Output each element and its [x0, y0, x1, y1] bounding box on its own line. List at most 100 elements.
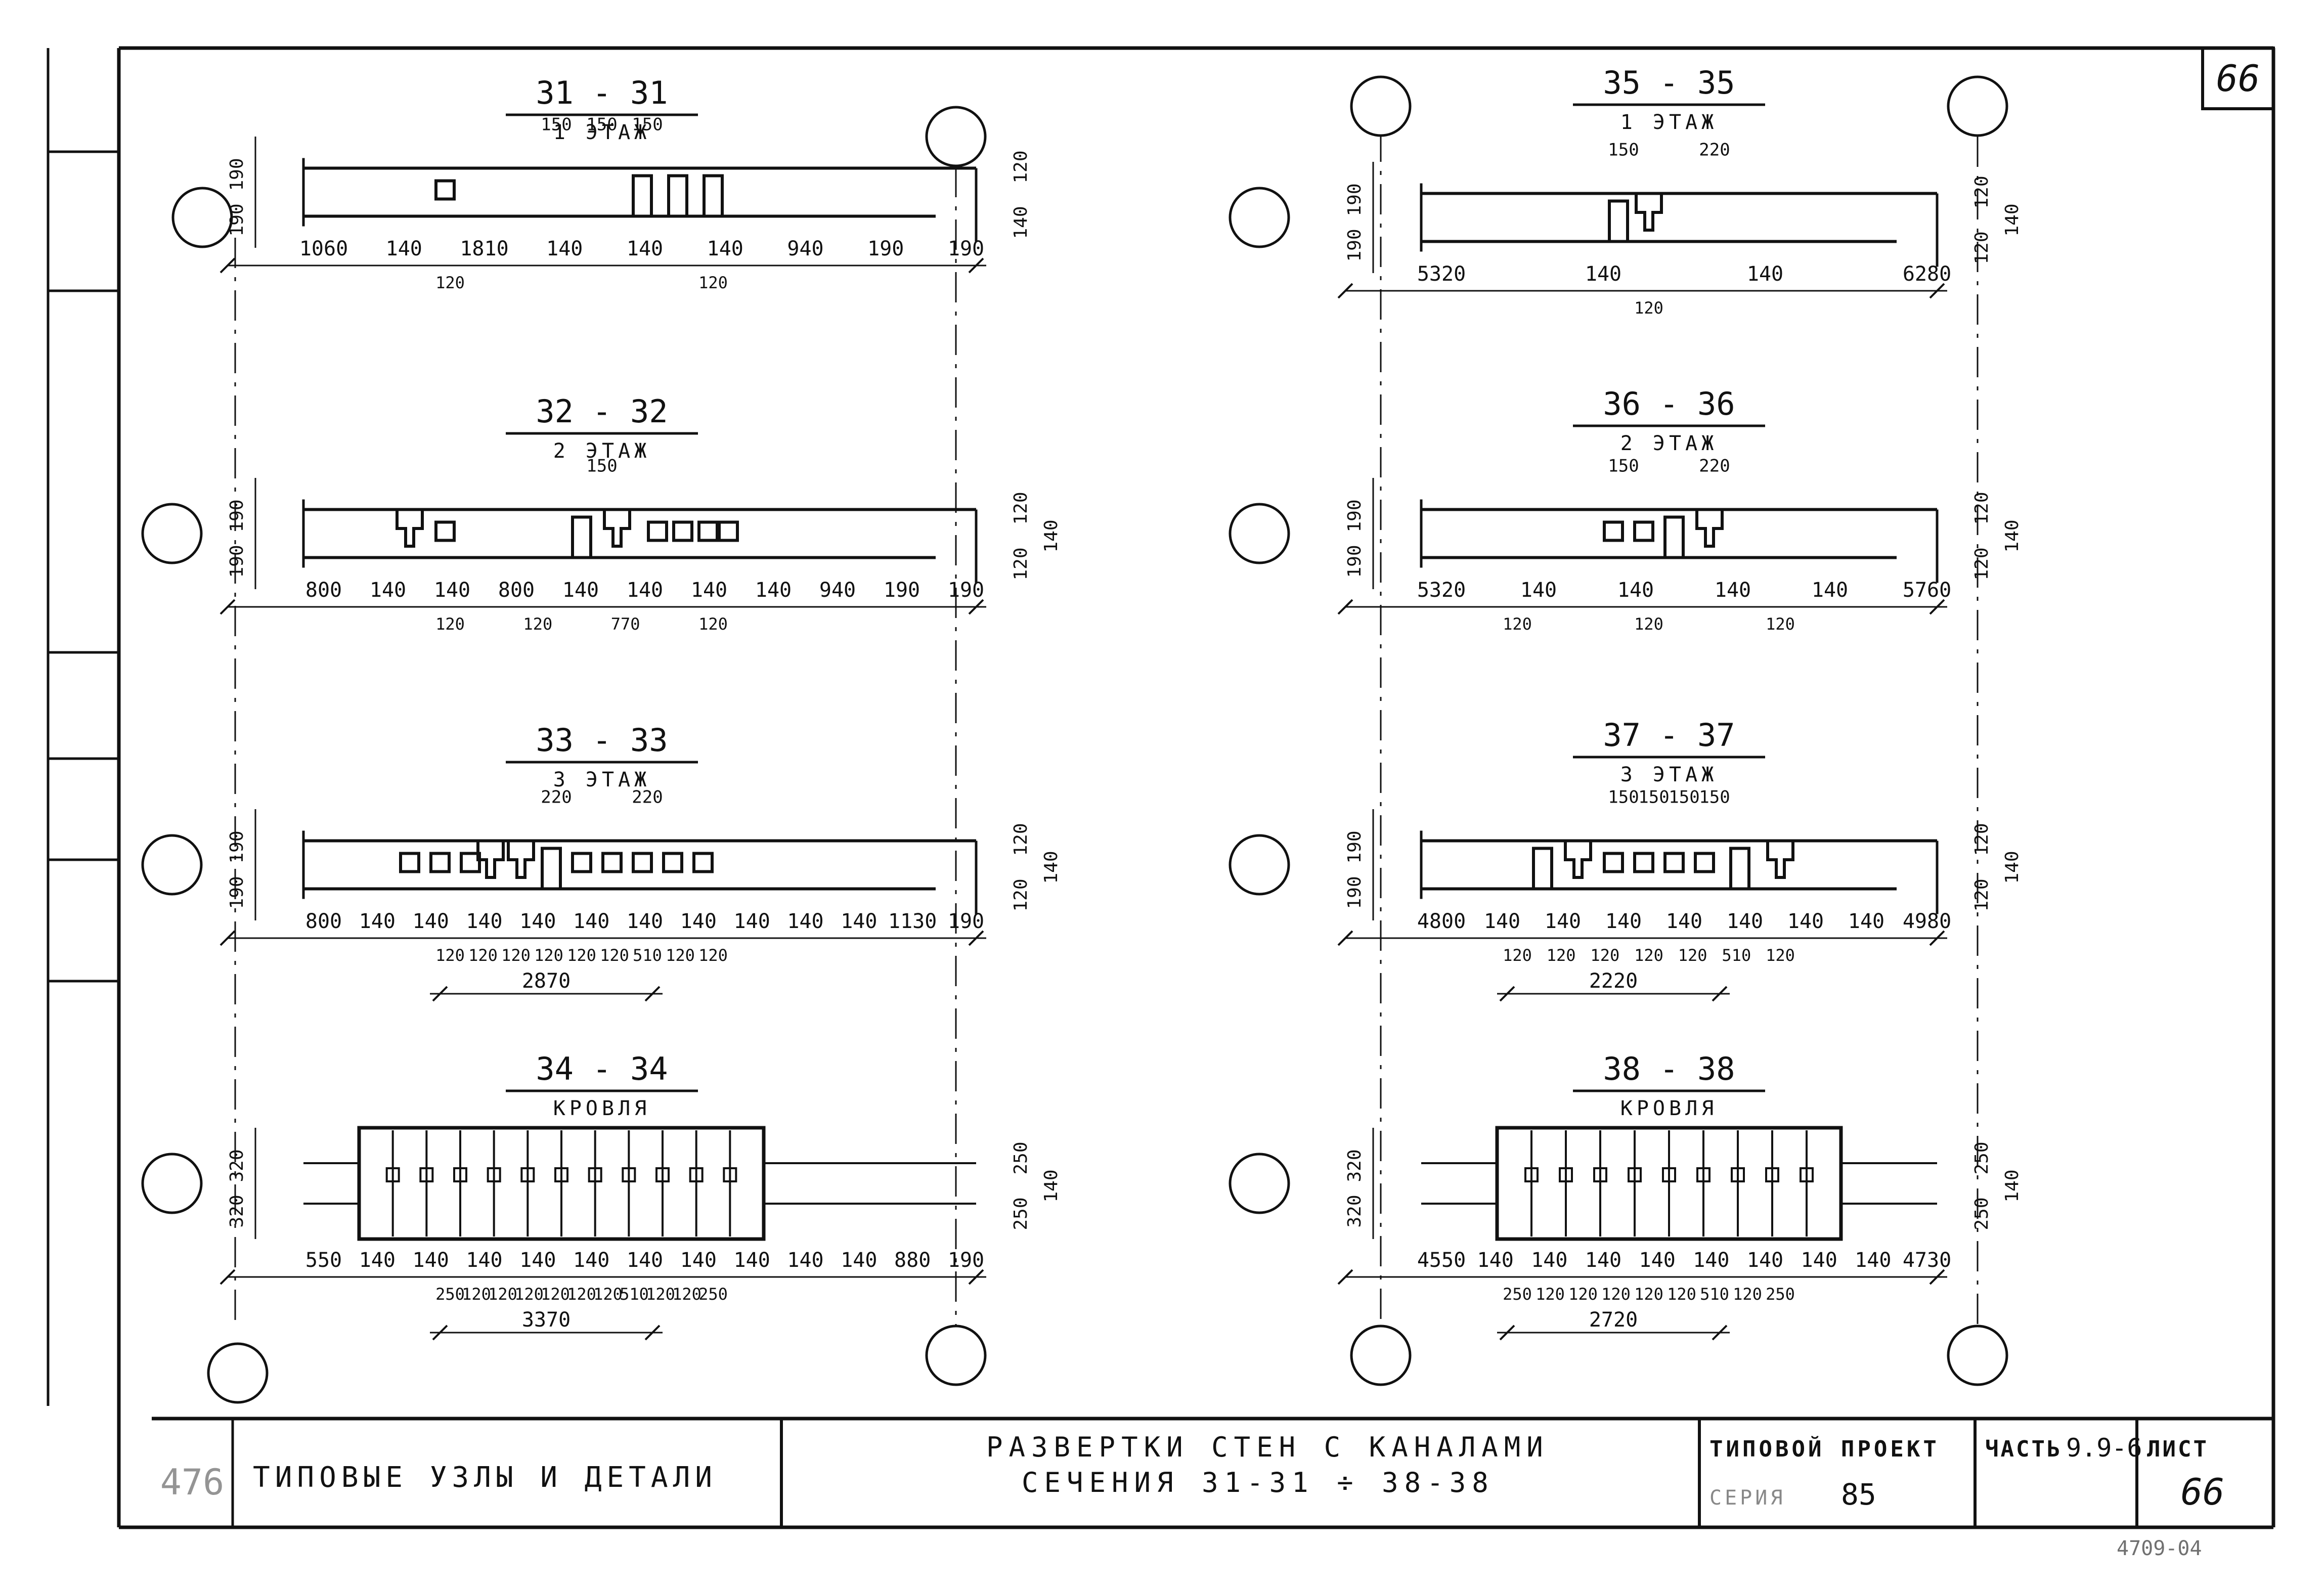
dimension-tick	[432, 1325, 448, 1341]
channel-open	[541, 847, 562, 889]
dimension-tick	[1929, 283, 1945, 299]
channel-open	[1532, 847, 1553, 889]
dimension-value: 140	[1585, 262, 1621, 286]
dimension-value: 140	[1585, 1249, 1621, 1272]
roof-channel-mark	[655, 1167, 670, 1182]
section-title: 33 - 33	[536, 722, 668, 759]
dimension-right-value: 120	[1971, 175, 1992, 208]
dimension-value: 140	[841, 910, 877, 933]
dimension-tick	[1929, 930, 1945, 946]
dimension-value: 140	[1812, 579, 1848, 602]
dimension-sub-value: 770	[611, 614, 640, 634]
dimension-right-value: 120	[1011, 878, 1031, 911]
dimension-top-value: 150	[1608, 787, 1639, 808]
dimension-sub-value: 120	[1503, 614, 1532, 634]
dimension-sub-value: 120	[462, 1285, 491, 1304]
section-title: 31 - 31	[536, 74, 668, 111]
axis-lines	[234, 131, 1979, 1325]
dimension-value: 140	[1477, 1249, 1514, 1272]
section-title: 36 - 36	[1603, 385, 1735, 422]
dimension-left-value: 320	[227, 1195, 247, 1227]
dimension-right-value: 140	[1041, 519, 1062, 552]
dimension-value: 140	[1666, 910, 1702, 933]
dimension-tick	[220, 599, 236, 615]
dimension-value: 4730	[1903, 1249, 1951, 1272]
section-title: 35 - 35	[1603, 64, 1735, 101]
section-subtitle: 3 ЭТАЖ	[553, 768, 651, 791]
dimension-sub-value: 120	[1634, 1285, 1663, 1304]
dimension-sub-value: 120	[1601, 1285, 1631, 1304]
dimension-total-value: 2720	[1589, 1308, 1638, 1332]
dimension-left-value: 190	[1344, 545, 1365, 578]
dimension-sub-value: 120	[567, 1285, 596, 1304]
channel-square	[1633, 520, 1654, 542]
roof-channel-mark	[520, 1167, 535, 1182]
dimension-value: 140	[707, 237, 743, 260]
sheet-frame	[47, 46, 2275, 1529]
dimension-value: 5320	[1417, 262, 1466, 286]
dimension-value: 140	[1715, 579, 1751, 602]
dimension-value: 4550	[1417, 1249, 1466, 1272]
dimension-sub-value: 120	[1634, 298, 1663, 318]
dimension-value: 140	[1747, 1249, 1783, 1272]
dimension-top-value: 220	[1699, 140, 1730, 160]
dimension-value: 140	[413, 1249, 449, 1272]
channel-square	[662, 852, 683, 873]
dimension-top-value: 150	[1699, 787, 1730, 808]
dimension-total-value: 2220	[1589, 969, 1638, 993]
dimension-value: 140	[546, 237, 583, 260]
roof-channel-mark	[487, 1167, 501, 1182]
dimension-value: 140	[519, 910, 556, 933]
dimension-value: 140	[1848, 910, 1884, 933]
roof-channel-mark	[1662, 1167, 1676, 1182]
dimension-value: 140	[519, 1249, 556, 1272]
dimension-top-value: 150	[541, 115, 572, 135]
channel-square	[460, 852, 481, 873]
axis-bubble	[1229, 1153, 1290, 1214]
title-block-cell-number: 476	[160, 1462, 224, 1503]
dimension-left-value: 320	[1344, 1149, 1365, 1182]
title-block-sheet-value: 66	[2181, 1471, 2225, 1513]
dimension-top-value: 150	[1608, 140, 1639, 160]
dimension-tick	[1337, 930, 1353, 946]
dimension-value: 140	[680, 1249, 717, 1272]
dimension-value: 940	[787, 237, 823, 260]
dimension-left-value: 190	[227, 545, 247, 578]
dimension-right-value: 250	[1971, 1197, 1992, 1230]
channel-square	[672, 520, 693, 542]
dimension-value: 140	[627, 579, 663, 602]
dimension-value: 140	[734, 910, 770, 933]
channel-square	[601, 852, 623, 873]
channel-square	[429, 852, 451, 873]
channel-open	[571, 515, 592, 558]
dimension-value: 140	[434, 579, 470, 602]
dimension-left-value: 320	[227, 1149, 247, 1182]
dimension-top-value: 150	[1608, 456, 1639, 476]
dimension-value: 5320	[1417, 579, 1466, 602]
dimension-value: 140	[627, 237, 663, 260]
roof-channel-mark	[689, 1167, 704, 1182]
dimension-value: 550	[305, 1249, 342, 1272]
section-subtitle: 2 ЭТАЖ	[553, 439, 651, 463]
dimension-value: 140	[466, 910, 502, 933]
dimension-sub-value: 120	[523, 614, 552, 634]
dimension-sub-value: 120	[1568, 1285, 1598, 1304]
axis-bubble	[1350, 1325, 1412, 1386]
title-block-series-value: 85	[1841, 1477, 1876, 1512]
dimension-value: 190	[948, 910, 984, 933]
title-block-part-value: 9.9-6	[2066, 1433, 2142, 1463]
dimension-sub-value: 250	[1766, 1285, 1795, 1304]
dimension-left-value: 190	[1344, 499, 1365, 532]
channel-square	[718, 520, 739, 542]
dimension-value: 140	[359, 910, 396, 933]
dimension-sub-value: 120	[541, 1285, 570, 1304]
dimension-value: 140	[359, 1249, 396, 1272]
dimension-sub-value: 510	[1700, 1285, 1729, 1304]
